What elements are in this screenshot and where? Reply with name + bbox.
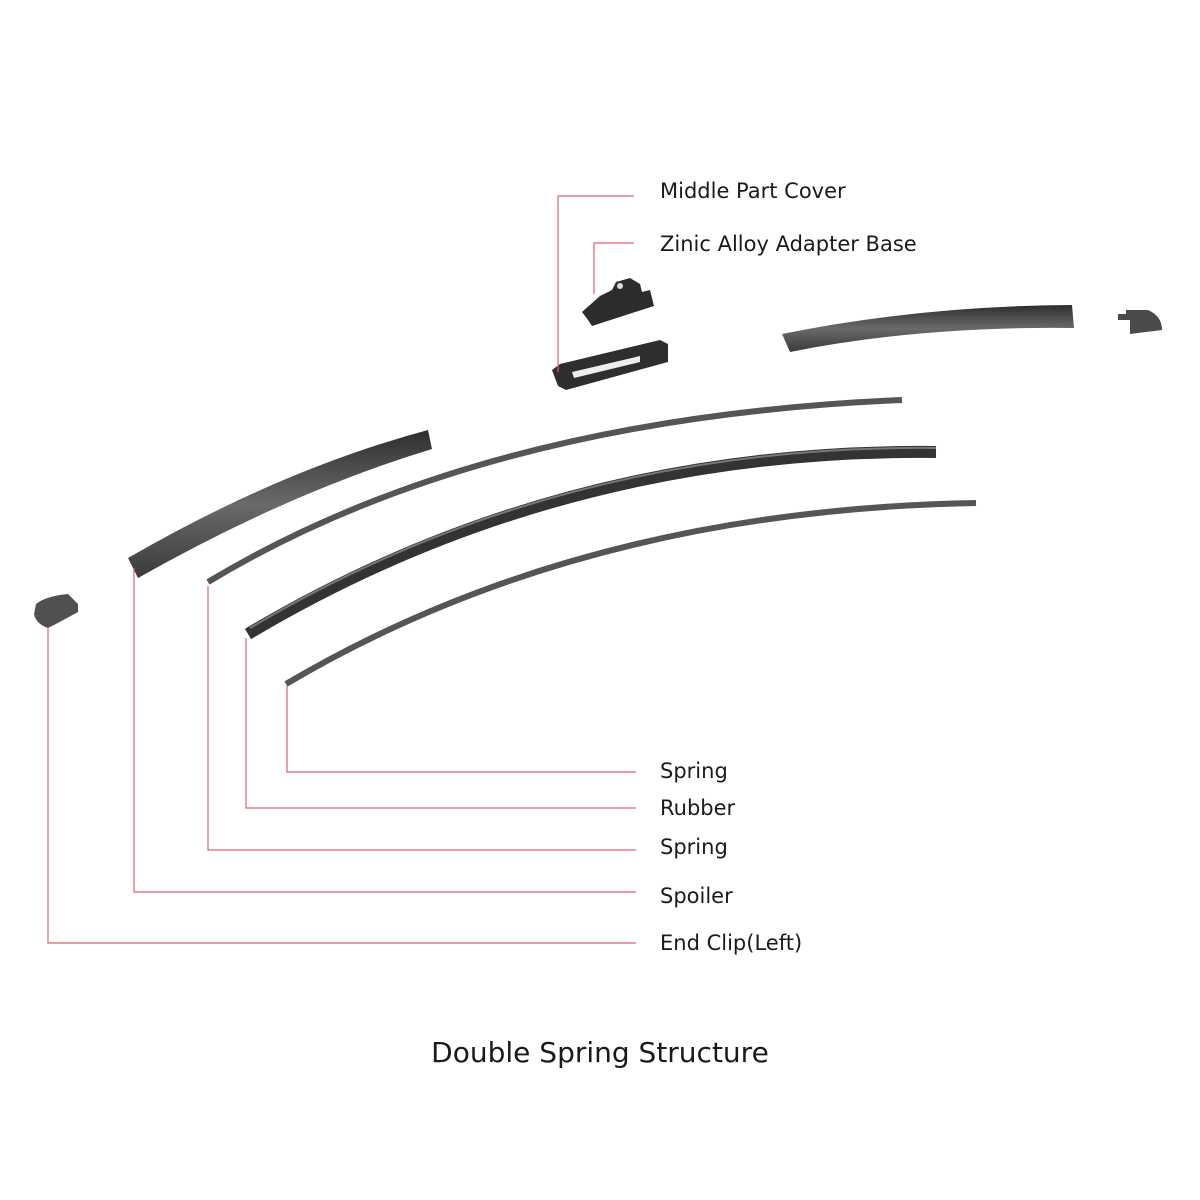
label-spring-lower: Spring <box>660 759 728 783</box>
label-middle-part-cover: Middle Part Cover <box>660 179 846 203</box>
label-adapter-base: Zinic Alloy Adapter Base <box>660 232 917 256</box>
leader-spring-lower <box>286 686 636 773</box>
leader-rubber <box>245 638 636 809</box>
leader-adapter-base <box>593 242 634 294</box>
leader-spring-upper <box>207 586 636 851</box>
spring-upper <box>206 397 903 585</box>
middle-part-cover-slot <box>572 356 640 378</box>
spring-lower <box>284 500 977 687</box>
label-end-clip-left: End Clip(Left) <box>660 931 802 955</box>
diagram-title: Double Spring Structure <box>431 1036 769 1069</box>
adapter-hole <box>617 283 623 289</box>
spoiler-right <box>782 305 1074 352</box>
end-clip-right <box>1118 310 1162 334</box>
adapter-base <box>582 278 654 326</box>
spoiler-left <box>128 430 432 578</box>
leader-spoiler <box>133 568 636 893</box>
leader-end-clip-left <box>47 628 636 944</box>
label-spring-upper: Spring <box>660 835 728 859</box>
rubber-highlight <box>249 446 937 629</box>
label-spoiler: Spoiler <box>660 884 733 908</box>
rubber <box>244 445 937 640</box>
label-rubber: Rubber <box>660 796 736 820</box>
end-clip-left <box>34 594 78 628</box>
leader-middle-part-cover <box>557 195 634 372</box>
